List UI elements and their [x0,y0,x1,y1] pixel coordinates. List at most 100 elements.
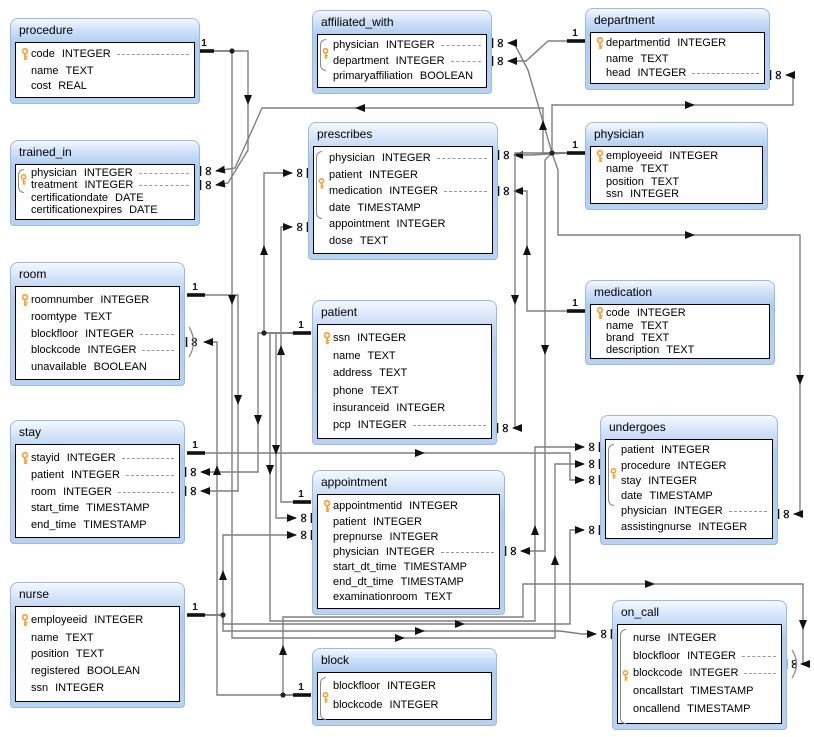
field-connector-dash [142,350,174,351]
field-type: BOOLEAN [86,665,141,678]
svg-text:1: 1 [192,602,198,613]
flow-arrow [415,627,425,635]
relation-stay-undergoes [204,452,585,484]
field-name: blockcode [31,344,81,356]
flow-arrow [355,104,365,112]
field-type: INTEGER [357,332,407,345]
flow-arrow [279,645,287,655]
field-connector-dash [139,185,189,187]
field-name: roomtype [31,311,77,323]
field-name: certificationexpires [31,204,123,217]
relation-physician-affiliated_with [507,39,568,154]
flow-arrow [395,634,405,642]
field-type: TIMESTAMP [83,518,147,531]
field-name: blockcode [633,667,683,680]
cardinality-one-marker: 1 [293,682,311,697]
cardinality-many-marker: ∞ [785,659,802,669]
primary-key-icon [20,174,27,186]
field-type: INTEGER [689,667,739,680]
field-type: INTEGER [369,168,418,181]
field-type: INTEGER [94,613,144,626]
svg-text:∞: ∞ [186,486,201,497]
field-name: blockfloor [333,680,381,693]
svg-text:∞: ∞ [499,150,514,161]
svg-text:∞: ∞ [186,467,201,478]
relation-physician-patient_pcp [512,152,568,432]
flow-arrow [244,95,252,105]
field-type: INTEGER [669,149,719,162]
composite-key-brace [620,629,626,724]
flow-arrow [685,231,695,239]
field-name: head [606,66,631,79]
cardinality-many-marker: ∞ [585,475,601,485]
composite-key-brace [316,151,322,219]
primary-key-icon [323,500,330,512]
field-name: code [606,307,630,319]
relation-block-room [203,338,294,696]
svg-text:1: 1 [298,489,304,500]
field-connector-dash [692,72,759,74]
junction-dot [280,692,286,698]
field-name: start_time [31,502,80,514]
relation-medication-prescribes [513,187,568,312]
field-name: blockfloor [31,327,79,340]
field-type: INTEGER [630,188,680,201]
field-type: TIMESTAMP [690,685,754,698]
key-slot [18,451,31,465]
cardinality-many-marker: ∞ [293,222,309,232]
field-type: TEXT [75,648,105,661]
field-name: physician [333,546,379,558]
relation-patient-appointment [275,332,297,522]
field-type: BOOLEAN [93,360,147,373]
junction-dot [229,48,235,54]
relation-patient-prescribes [263,169,294,334]
field-connector-dash [121,457,174,459]
flow-arrow [260,245,268,255]
flow-arrow [685,101,695,109]
field-name: name [606,163,634,176]
field-name: nurse [633,631,661,644]
field-name: description [606,344,660,356]
cardinality-one-marker: 1 [567,140,585,155]
field-type: TIMESTAMP [400,576,464,588]
field-type: INTEGER [636,307,686,319]
table-title-nurse: nurse [19,587,50,601]
table-title-on_call: on_call [621,605,660,619]
field-name: name [31,64,59,77]
field-type: INTEGER [396,218,446,231]
flow-arrow [541,345,549,355]
field-type: INTEGER [63,485,112,498]
relation-room-stay [200,294,239,495]
field-type: INTEGER [677,37,727,50]
cardinality-many-marker: ∞ [497,186,514,196]
field-type: TIMESTAMP [649,490,713,503]
field-name: employeeid [606,149,663,162]
